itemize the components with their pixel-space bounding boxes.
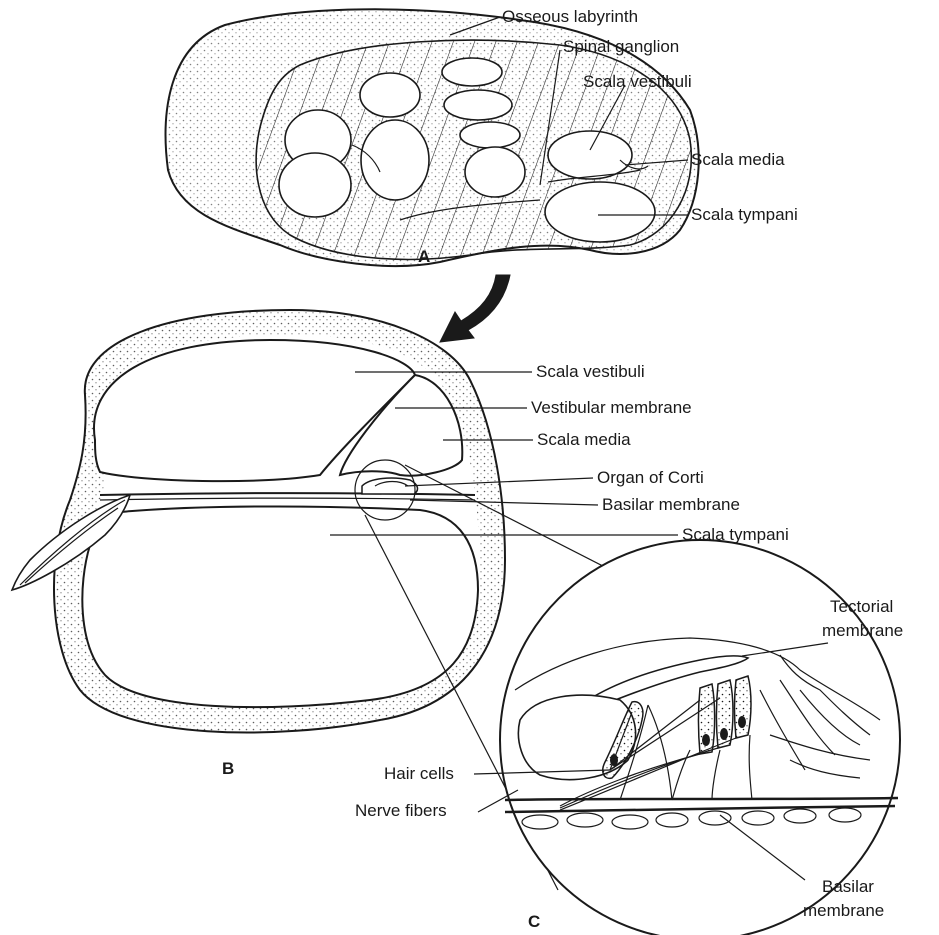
label-c-basilar-line1: Basilar — [822, 877, 874, 896]
c-bottom-cell-4 — [656, 813, 688, 827]
label-tectorial-line1: Tectorial — [830, 597, 893, 616]
panel-a-cochlea-section: Osseous labyrinth Spinal ganglion Scala … — [166, 7, 798, 266]
chamber-apex-4 — [465, 147, 525, 197]
panel-label-c: C — [528, 912, 540, 931]
label-osseous-labyrinth: Osseous labyrinth — [502, 7, 638, 26]
label-b-scala-vestibuli: Scala vestibuli — [536, 362, 645, 381]
label-b-organ-of-corti: Organ of Corti — [597, 468, 704, 487]
c-outer-hair-cell-3 — [735, 676, 752, 738]
chamber-apex-3 — [460, 122, 520, 148]
c-hair-cell-nucleus-1 — [702, 734, 710, 746]
panel-label-a: A — [418, 247, 430, 266]
c-hair-cell-nucleus-3 — [738, 716, 746, 728]
panel-label-b: B — [222, 759, 234, 778]
label-a-scala-tympani: Scala tympani — [691, 205, 798, 224]
c-bottom-cell-5 — [699, 811, 731, 825]
c-basilar-membrane-top — [505, 798, 898, 800]
label-hair-cells: Hair cells — [384, 764, 454, 783]
leader-b-basilar-membrane — [410, 500, 598, 505]
chamber-apex-1 — [442, 58, 502, 86]
c-bottom-cell-6 — [742, 811, 774, 825]
chamber-mid-upper — [360, 73, 420, 117]
c-bottom-cell-2 — [567, 813, 603, 827]
label-b-vestibular-membrane: Vestibular membrane — [531, 398, 692, 417]
label-a-scala-vestibuli: Scala vestibuli — [583, 72, 692, 91]
chamber-scala-tympani — [545, 182, 655, 242]
label-nerve-fibers: Nerve fibers — [355, 801, 447, 820]
label-c-basilar-line2: membrane — [803, 901, 884, 920]
c-hair-cell-nucleus-2 — [720, 728, 728, 740]
c-bottom-cell-7 — [784, 809, 816, 823]
label-a-scala-media: Scala media — [691, 150, 785, 169]
chamber-mid-lower — [361, 120, 429, 200]
c-bottom-cell-8 — [829, 808, 861, 822]
label-b-scala-media: Scala media — [537, 430, 631, 449]
c-bottom-cell-1 — [522, 815, 558, 829]
label-tectorial-line2: membrane — [822, 621, 903, 640]
chamber-left-lower — [279, 153, 351, 217]
c-bottom-cell-3 — [612, 815, 648, 829]
b-scala-tympani — [82, 506, 478, 707]
chamber-apex-2 — [444, 90, 512, 120]
chamber-scala-vestibuli — [548, 131, 632, 179]
label-spinal-ganglion: Spinal ganglion — [563, 37, 679, 56]
b-basilar-membrane — [100, 493, 475, 495]
label-b-basilar-membrane: Basilar membrane — [602, 495, 740, 514]
transition-arrow — [440, 275, 510, 342]
